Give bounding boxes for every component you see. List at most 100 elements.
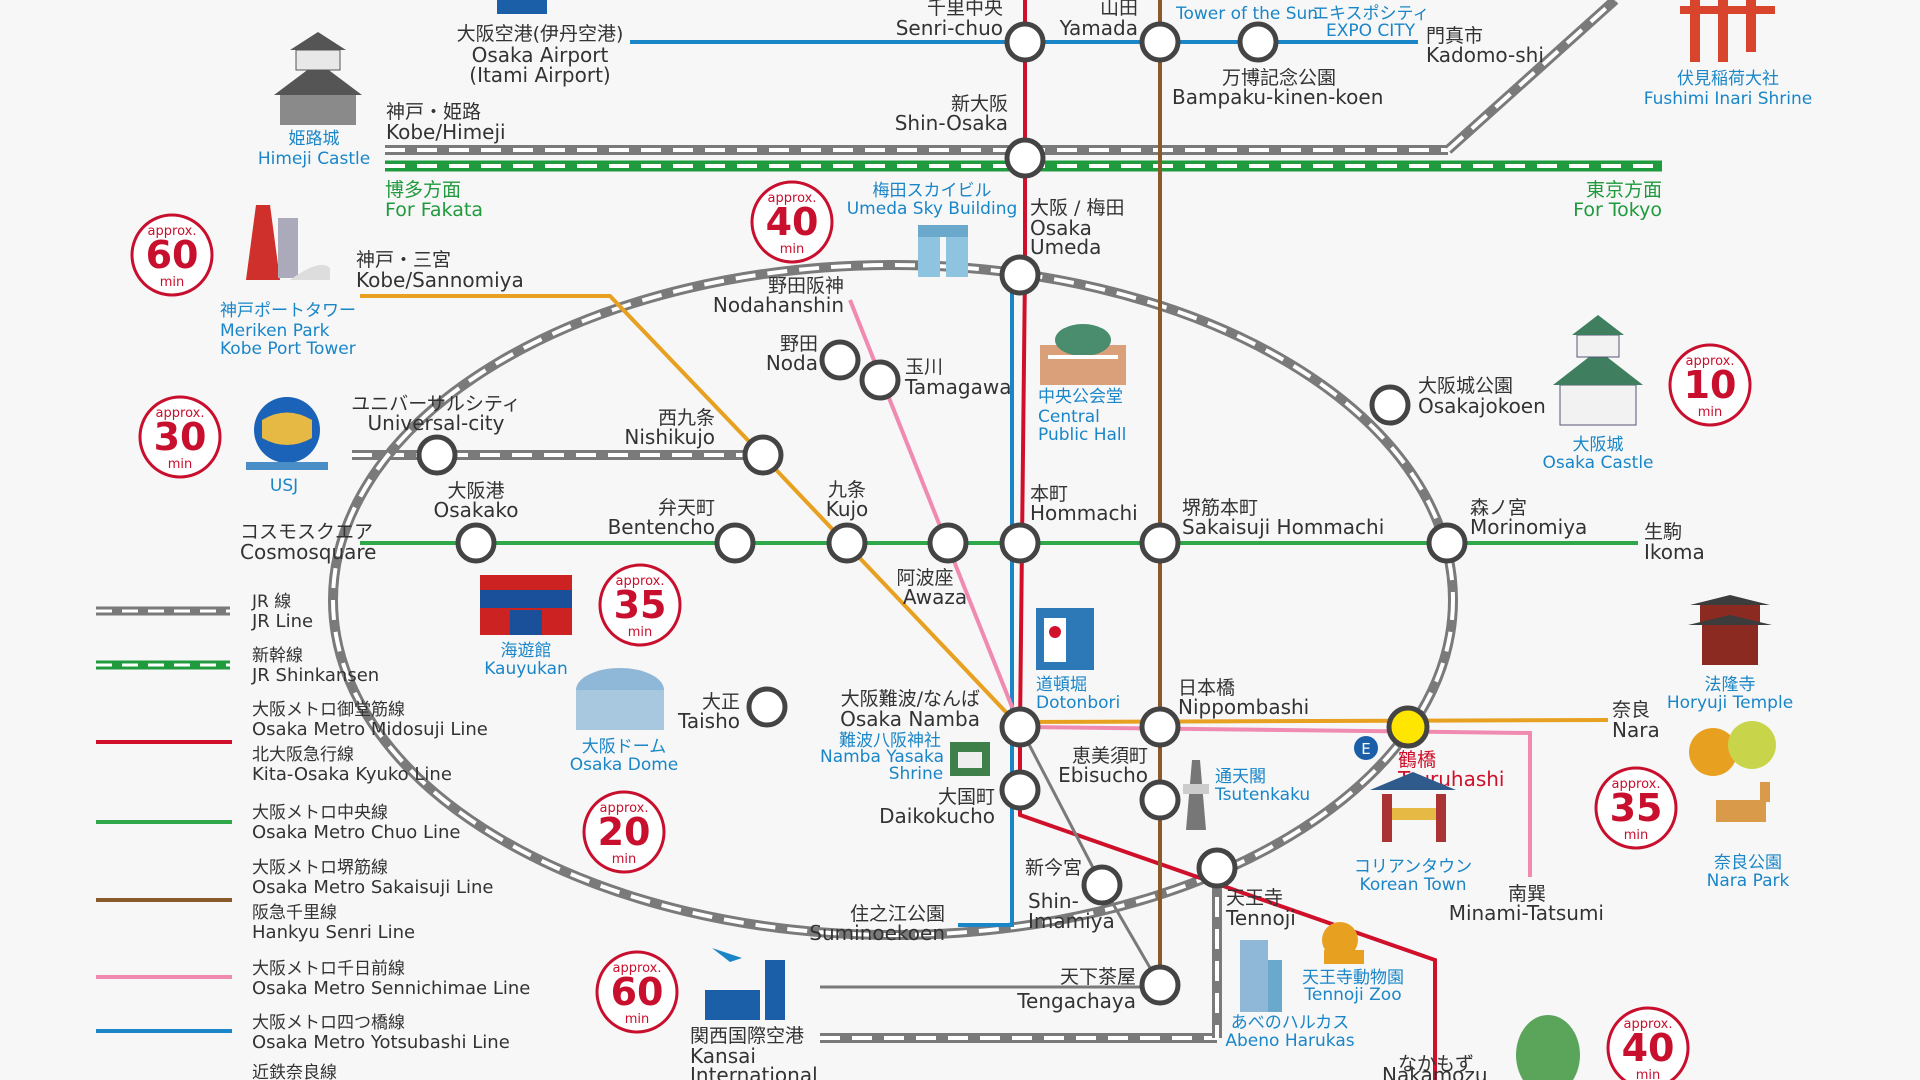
station-tennoji[interactable] <box>1196 847 1238 889</box>
tennoji-zoo-icon <box>1322 922 1364 964</box>
lm-en-tsutenkaku: Tsutenkaku <box>1214 785 1310 805</box>
station-osaka-namba[interactable] <box>999 706 1041 748</box>
label-jp-kadoma: 門真市 <box>1426 25 1483 47</box>
badge-value: 10 <box>1684 363 1737 407</box>
label-expo-city-en: EXPO CITY <box>1326 21 1416 41</box>
station-yamada[interactable] <box>1139 21 1181 63</box>
landmark-labels: 姫路城 Himeji Castle 伏見稲荷大社 Fushimi Inari S… <box>220 69 1812 1051</box>
station-shin-osaka[interactable] <box>1004 137 1046 179</box>
badge-unit: min <box>628 625 653 640</box>
label-jp-tsuruhashi: 鶴橋 <box>1398 749 1436 771</box>
lm-en-koreantown: Korean Town <box>1360 875 1467 895</box>
label-jp-tamagawa: 玉川 <box>905 356 943 378</box>
label-en-kadoma: Kadomo-shi <box>1426 43 1544 67</box>
station-bampaku[interactable] <box>1237 21 1279 63</box>
legend-jp-kintetsu: 近鉄奈良線 <box>252 1063 337 1080</box>
station-noda[interactable] <box>819 339 861 381</box>
lm-en-horyuji: Horyuji Temple <box>1667 693 1793 713</box>
label-jp-daikokucho: 大国町 <box>938 786 995 808</box>
station-tamagawa[interactable] <box>859 359 901 401</box>
label-en-universal: Universal-city <box>368 411 505 435</box>
label-jp-bampaku: 万博記念公園 <box>1222 66 1336 89</box>
badge-value: 40 <box>1622 1026 1675 1070</box>
station-morinomiya[interactable] <box>1426 522 1468 564</box>
station-universal-city[interactable] <box>416 434 458 476</box>
station-shin-imamiya[interactable] <box>1081 864 1123 906</box>
badge-unit: min <box>1636 1068 1661 1080</box>
label-jp-nippombashi: 日本橋 <box>1178 677 1235 699</box>
label-en-shin-imamiya: Shin- <box>1028 889 1079 913</box>
station-senri-chuo[interactable] <box>1004 21 1046 63</box>
label-en-bentencho: Bentencho <box>608 515 715 539</box>
osaka-castle-icon <box>1553 315 1643 426</box>
badge-approx: approx. <box>1686 354 1735 369</box>
lm-jp-hall: 中央公会堂 <box>1038 387 1123 407</box>
yotsubashi-line <box>958 285 1014 927</box>
station-hommachi[interactable] <box>999 522 1041 564</box>
tsutenkaku-icon <box>1183 760 1209 830</box>
station-tengachaya[interactable] <box>1139 964 1181 1006</box>
station-bentencho[interactable] <box>714 522 756 564</box>
label-en-kansai: Kansai <box>690 1044 756 1068</box>
badge-approx: approx. <box>616 574 665 589</box>
station-nippombashi[interactable] <box>1139 706 1181 748</box>
kobe-port-tower-icon <box>246 205 330 280</box>
label-jp-universal: ユニバーサルシティ <box>351 393 520 415</box>
badge-approx: approx. <box>613 961 662 976</box>
legend-midosuji: 大阪メトロ御堂筋線 Osaka Metro Midosuji Line 北大阪急… <box>96 700 488 785</box>
station-kujo[interactable] <box>826 522 868 564</box>
legend-jr: JR 線 JR Line <box>96 592 313 632</box>
lm-jp-koreantown: コリアンタウン <box>1354 857 1472 877</box>
station-daikokucho[interactable] <box>999 769 1041 811</box>
lm-jp-porttower: 神戸ポートタワー <box>220 301 356 321</box>
label-en-kansai-2: International <box>690 1063 818 1080</box>
station-ebisucho[interactable] <box>1139 779 1181 821</box>
label-en-minami-tatsumi: Minami-Tatsumi <box>1449 901 1604 925</box>
time-badges: approx. 40 min approx. 60 min approx. 30… <box>130 180 1752 1080</box>
label-en-nippombashi: Nippombashi <box>1178 695 1309 719</box>
central-public-hall-icon <box>1040 324 1126 385</box>
label-jp-hommachi: 本町 <box>1030 483 1068 505</box>
label-jp-hakata: 博多方面 <box>385 179 461 201</box>
lm-en-kaiyukan: Kauyukan <box>484 659 568 679</box>
label-jp-cosmosquare: コスモスクエア <box>240 521 373 543</box>
station-osakako[interactable] <box>455 522 497 564</box>
label-en-yamada: Yamada <box>1059 16 1138 40</box>
label-en-osakako: Osakako <box>433 498 518 522</box>
badge-35-nara: approx. 35 min <box>1594 766 1678 850</box>
legend-jp-kitakyu: 北大阪急行線 <box>252 745 354 765</box>
label-jp-umeda: 大阪 / 梅田 <box>1030 197 1124 219</box>
label-en-cosmosquare: Cosmosquare <box>240 540 376 564</box>
label-en-ebisucho: Ebisucho <box>1058 763 1148 787</box>
badge-value: 60 <box>146 233 199 277</box>
horyuji-temple-icon <box>1688 595 1772 665</box>
station-nishikujo[interactable] <box>742 434 784 476</box>
lm-en-zoo: Tennoji Zoo <box>1303 985 1401 1005</box>
badge-approx: approx. <box>156 406 205 421</box>
label-expo-city-jp: エキスポシティ <box>1312 4 1429 24</box>
station-awaza[interactable] <box>927 522 969 564</box>
legend-jp-shinkansen: 新幹線 <box>252 645 303 666</box>
label-en-daikokucho: Daikokucho <box>879 804 995 828</box>
lm-en-yasaka-2: Shrine <box>889 764 944 784</box>
korean-town-gate-icon <box>1370 772 1456 842</box>
badge-60-kobe: approx. 60 min <box>130 213 214 297</box>
legend-en-midosuji: Osaka Metro Midosuji Line <box>252 719 488 740</box>
station-osakajokoen[interactable] <box>1369 384 1411 426</box>
label-en-kobe-himeji: Kobe/Himeji <box>386 120 506 144</box>
umeda-sky-building-icon <box>918 225 968 277</box>
station-sakaisuji-hommachi[interactable] <box>1139 522 1181 564</box>
station-osaka-umeda[interactable] <box>999 254 1041 296</box>
label-jp-shin-osaka: 新大阪 <box>951 93 1008 115</box>
nara-deer-icon <box>1689 721 1776 822</box>
station-tsuruhashi[interactable] <box>1386 705 1430 749</box>
station-taisho[interactable] <box>746 686 788 728</box>
label-en-noda: Noda <box>766 351 818 375</box>
lm-jp-harukas: あべのハルカス <box>1231 1013 1350 1033</box>
badge-unit: min <box>1624 828 1649 843</box>
kansai-airport-icon <box>705 948 785 1020</box>
badge-35-kaiyukan: approx. 35 min <box>598 563 682 647</box>
badge-approx: approx. <box>768 191 817 206</box>
badge-value: 20 <box>598 810 651 854</box>
